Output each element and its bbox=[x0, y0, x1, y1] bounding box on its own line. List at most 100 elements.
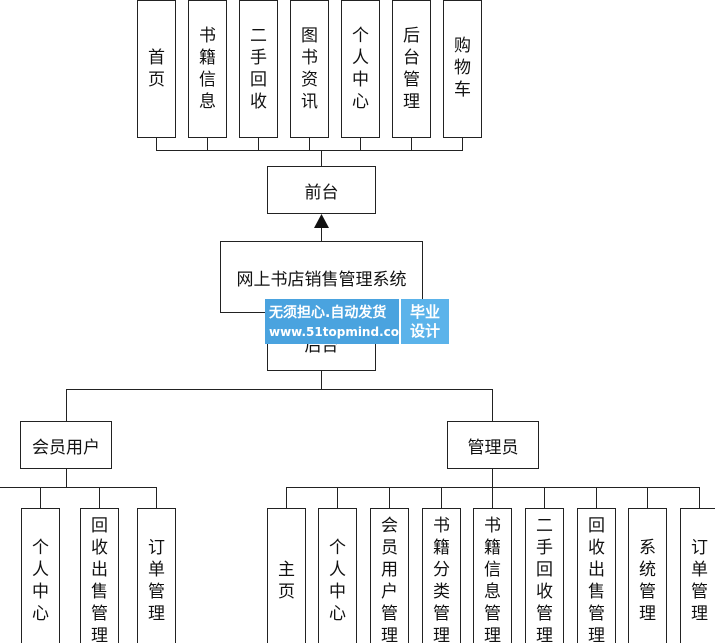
module-label-char: 讯 bbox=[301, 92, 318, 112]
module-label-char: 台 bbox=[403, 48, 420, 68]
module-label-char: 出 bbox=[91, 560, 108, 580]
member-module-personal-center: 个 人中心 bbox=[21, 508, 60, 643]
module-label-char: 单 bbox=[691, 560, 708, 580]
admin-module-recycle-sale: 回 收出售管理 bbox=[577, 508, 616, 643]
admin-module-personal-center: 个 人中心 bbox=[318, 508, 357, 643]
module-label-char: 户 bbox=[381, 582, 398, 602]
module-label-char: 心 bbox=[32, 604, 49, 624]
arrow-up-icon bbox=[314, 214, 329, 228]
module-label-char: 理 bbox=[536, 626, 553, 643]
connector bbox=[492, 389, 493, 421]
module-label-char: 管 bbox=[433, 604, 450, 624]
module-label: 回 bbox=[588, 516, 605, 536]
module-label-char: 单 bbox=[148, 560, 165, 580]
module-label: 个 bbox=[32, 538, 49, 558]
connector bbox=[462, 138, 463, 151]
module-label-char: 收 bbox=[536, 582, 553, 602]
module-label-char: 页 bbox=[278, 582, 295, 602]
connector bbox=[411, 138, 412, 151]
connector bbox=[321, 226, 322, 242]
module-label-char: 中 bbox=[32, 582, 49, 602]
connector bbox=[699, 487, 700, 508]
module-label-char: 息 bbox=[199, 92, 216, 112]
admin-module-book-info: 书 籍信息管理 bbox=[473, 508, 512, 643]
admin-module-home: 主 页 bbox=[267, 508, 306, 643]
frontend-module-personal-center: 个 人中心 bbox=[341, 0, 380, 138]
connector bbox=[286, 487, 287, 508]
module-label-char: 籍 bbox=[199, 48, 216, 68]
watermark-text-block: 无须担心.自动发货 www.51topmind.com bbox=[265, 299, 412, 344]
watermark-badge-top: 毕业 bbox=[409, 302, 440, 321]
connector bbox=[492, 469, 493, 488]
connector bbox=[286, 487, 700, 488]
module-label-char: 管 bbox=[691, 582, 708, 602]
module-label-char: 人 bbox=[352, 48, 369, 68]
module-label-char: 管 bbox=[91, 604, 108, 624]
module-label: 二 bbox=[250, 26, 267, 46]
module-label-char: 回 bbox=[536, 560, 553, 580]
connector bbox=[66, 389, 493, 390]
module-label-char: 管 bbox=[148, 582, 165, 602]
module-label-char: 售 bbox=[588, 582, 605, 602]
module-label: 图 bbox=[301, 26, 318, 46]
frontend-label: 前台 bbox=[304, 182, 339, 203]
module-label: 书 bbox=[199, 26, 216, 46]
module-label-char: 管 bbox=[639, 582, 656, 602]
module-label-char: 分 bbox=[433, 560, 450, 580]
watermark-url: www.51topmind.com bbox=[269, 324, 412, 339]
connector bbox=[441, 487, 442, 508]
module-label: 会 bbox=[381, 516, 398, 536]
member-node: 会员用户 bbox=[20, 421, 112, 469]
module-label-char: 人 bbox=[32, 560, 49, 580]
module-label: 主 bbox=[278, 560, 295, 580]
watermark-slogan: 无须担心.自动发货 bbox=[269, 304, 387, 321]
module-label-char: 回 bbox=[250, 70, 267, 90]
module-label-char: 管 bbox=[484, 604, 501, 624]
module-label-char: 收 bbox=[250, 92, 267, 112]
module-label-char: 理 bbox=[433, 626, 450, 643]
admin-module-used-recycling: 二 手回收管理 bbox=[525, 508, 564, 643]
module-label-char: 中 bbox=[352, 70, 369, 90]
module-label-char: 收 bbox=[91, 538, 108, 558]
module-label-char: 理 bbox=[639, 604, 656, 624]
module-label-char: 用 bbox=[381, 560, 398, 580]
connector bbox=[544, 487, 545, 508]
module-label-char: 理 bbox=[403, 92, 420, 112]
module-label-char: 息 bbox=[484, 582, 501, 602]
admin-module-book-category: 书 籍分类管理 bbox=[422, 508, 461, 643]
module-label-char: 理 bbox=[381, 626, 398, 643]
admin-node: 管理员 bbox=[447, 421, 539, 469]
module-label-char: 人 bbox=[329, 560, 346, 580]
module-label: 购 bbox=[454, 36, 471, 56]
module-label-char: 理 bbox=[691, 604, 708, 624]
connector bbox=[156, 150, 463, 151]
module-label-char: 员 bbox=[381, 538, 398, 558]
member-label: 会员用户 bbox=[32, 437, 100, 458]
module-label: 首 bbox=[148, 48, 165, 68]
module-label: 二 bbox=[536, 516, 553, 536]
frontend-module-shopping-cart: 购 物车 bbox=[443, 0, 482, 138]
connector bbox=[207, 138, 208, 151]
frontend-module-book-news: 图 书资讯 bbox=[290, 0, 329, 138]
module-label-char: 管 bbox=[403, 70, 420, 90]
module-label-char: 理 bbox=[91, 626, 108, 643]
module-label-char: 信 bbox=[199, 70, 216, 90]
watermark-badge: 毕业 设计 bbox=[399, 299, 449, 344]
admin-label: 管理员 bbox=[467, 437, 519, 458]
connector bbox=[389, 487, 390, 508]
module-label-char: 资 bbox=[301, 70, 318, 90]
module-label-char: 售 bbox=[91, 582, 108, 602]
module-label-char: 管 bbox=[536, 604, 553, 624]
member-module-orders: 订 单管理 bbox=[137, 508, 176, 643]
module-label-char: 籍 bbox=[484, 538, 501, 558]
module-label-char: 收 bbox=[588, 538, 605, 558]
admin-module-orders: 订 单管理 bbox=[680, 508, 715, 643]
module-label: 后 bbox=[403, 26, 420, 46]
connector bbox=[337, 487, 338, 508]
module-label-char: 出 bbox=[588, 560, 605, 580]
module-label: 系 bbox=[639, 538, 656, 558]
connector bbox=[66, 469, 67, 488]
module-label-char: 理 bbox=[148, 604, 165, 624]
module-label: 订 bbox=[691, 538, 708, 558]
module-label-char: 籍 bbox=[433, 538, 450, 558]
